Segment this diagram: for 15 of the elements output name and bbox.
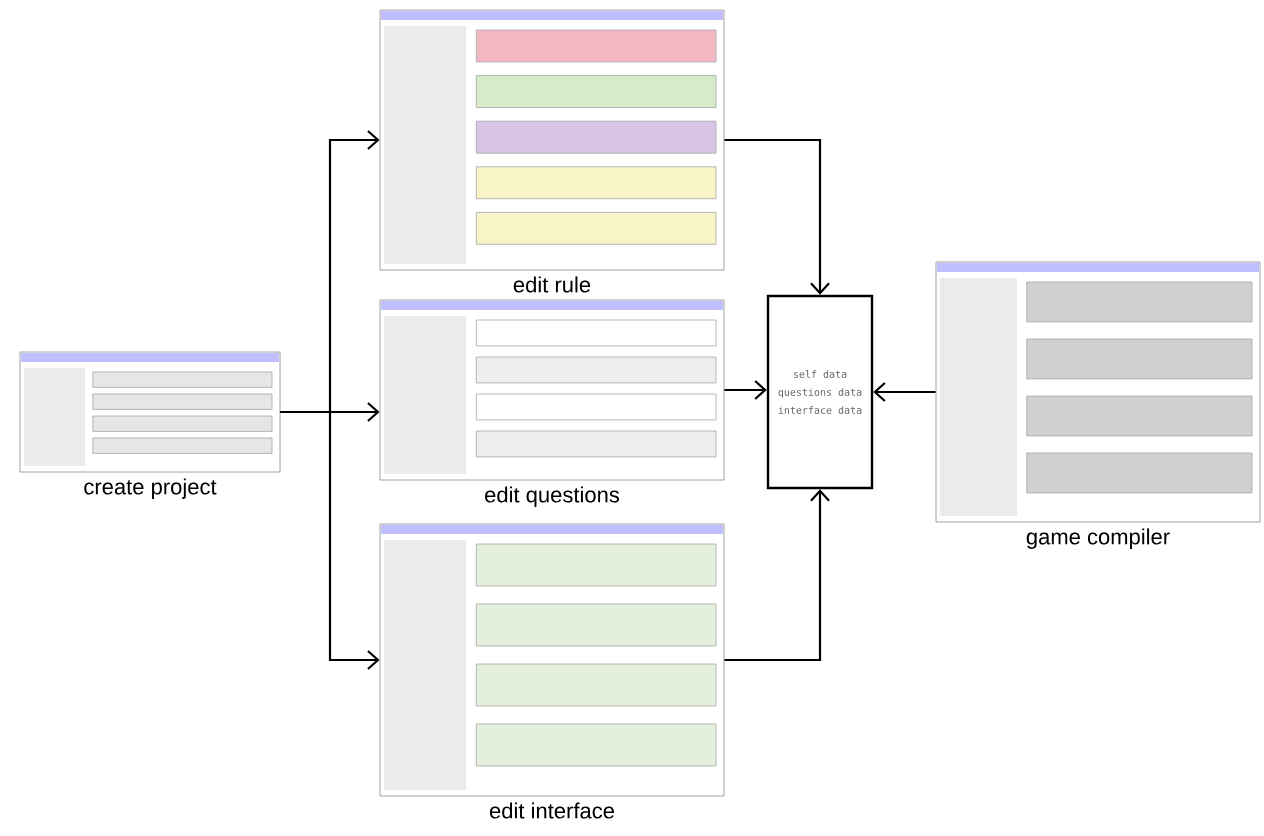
picture xyxy=(935,261,1261,523)
arrow xyxy=(873,382,936,402)
picture xyxy=(19,351,281,473)
node-label: create project xyxy=(84,478,217,499)
picture xyxy=(379,9,725,271)
arrow xyxy=(724,489,830,662)
node-label: edit rule xyxy=(513,276,591,293)
node-label: edit interface xyxy=(489,802,614,819)
node-label: edit questions xyxy=(485,486,620,507)
picture xyxy=(379,299,725,481)
node-label: game compiler xyxy=(1026,528,1170,549)
arrow xyxy=(280,410,380,670)
arrow xyxy=(724,138,830,295)
picture xyxy=(379,523,725,797)
arrow xyxy=(724,380,767,400)
